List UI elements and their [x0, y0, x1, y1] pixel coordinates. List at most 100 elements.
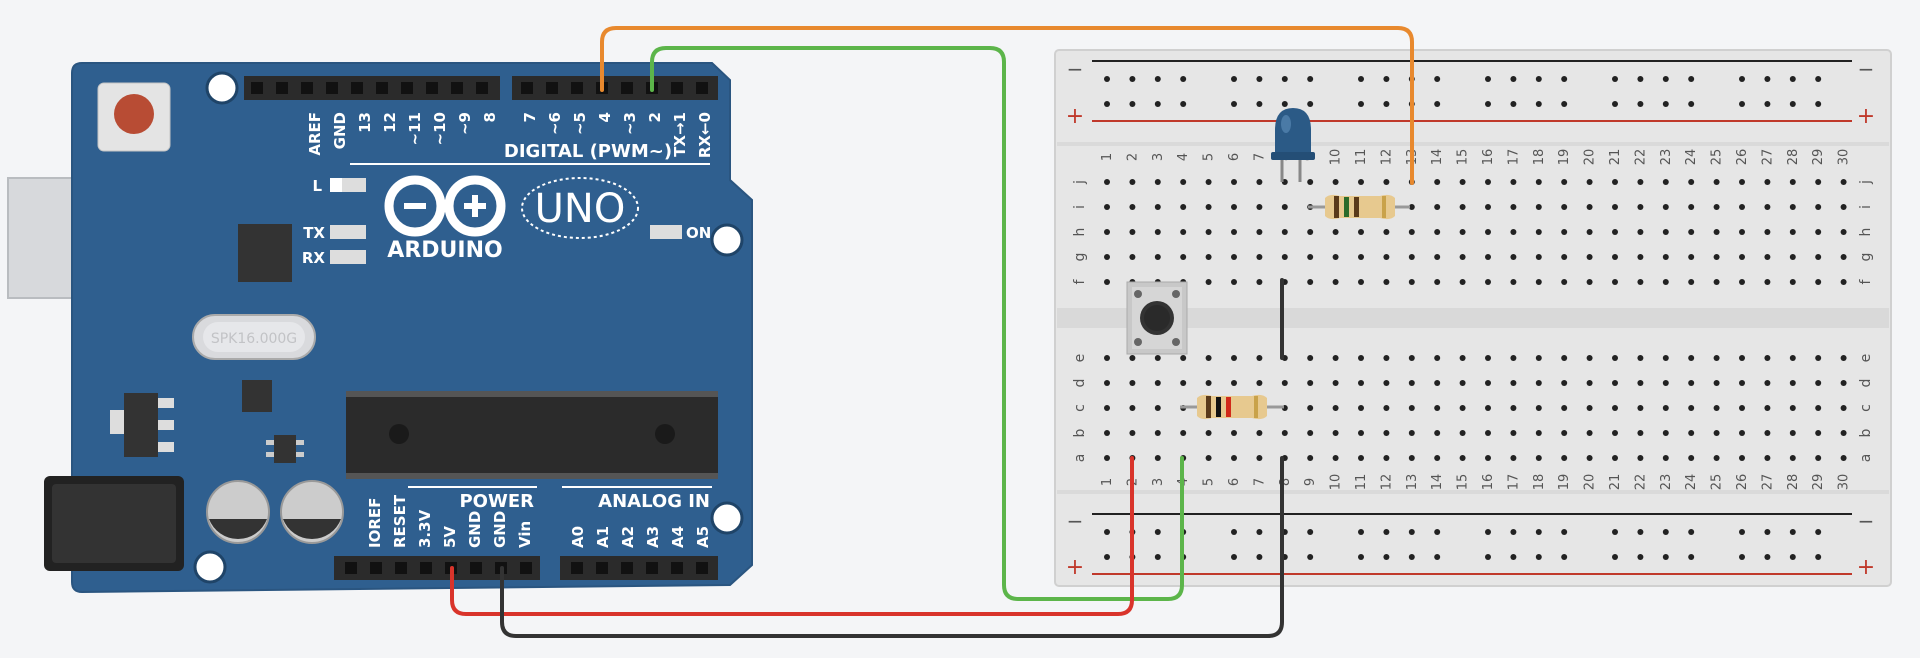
breadboard-hole[interactable] [1231, 279, 1237, 285]
breadboard-hole[interactable] [1358, 380, 1364, 386]
digital-pin-socket[interactable] [546, 82, 558, 94]
breadboard-hole[interactable] [1789, 455, 1796, 461]
breadboard-hole[interactable] [1104, 405, 1110, 411]
rail-hole[interactable] [1637, 554, 1644, 560]
analog-pin-socket[interactable] [571, 562, 583, 574]
breadboard-hole[interactable] [1154, 355, 1161, 361]
breadboard-hole[interactable] [1840, 254, 1847, 260]
breadboard-hole[interactable] [1383, 179, 1390, 185]
breadboard-hole[interactable] [1764, 279, 1771, 285]
breadboard-hole[interactable] [1231, 229, 1237, 235]
breadboard-hole[interactable] [1459, 204, 1466, 210]
breadboard-hole[interactable] [1104, 179, 1110, 185]
breadboard-hole[interactable] [1485, 229, 1491, 235]
breadboard-hole[interactable] [1688, 179, 1695, 185]
breadboard-hole[interactable] [1485, 254, 1491, 260]
breadboard-hole[interactable] [1561, 380, 1568, 386]
breadboard-hole[interactable] [1840, 279, 1847, 285]
breadboard-hole[interactable] [1612, 179, 1618, 185]
breadboard-hole[interactable] [1459, 179, 1466, 185]
breadboard-hole[interactable] [1332, 179, 1339, 185]
breadboard-hole[interactable] [1662, 430, 1669, 436]
breadboard-hole[interactable] [1764, 179, 1771, 185]
breadboard-hole[interactable] [1256, 204, 1263, 210]
arduino-uno-board[interactable]: SPK16.000G L TX RX ON ARDUINO UNO [7, 62, 753, 594]
rail-hole[interactable] [1535, 529, 1542, 535]
breadboard-hole[interactable] [1485, 455, 1491, 461]
power-pin-socket[interactable] [470, 562, 482, 574]
breadboard-hole[interactable] [1485, 204, 1491, 210]
breadboard-hole[interactable] [1739, 179, 1745, 185]
breadboard-hole[interactable] [1231, 380, 1237, 386]
breadboard-hole[interactable] [1256, 254, 1263, 260]
breadboard-hole[interactable] [1561, 355, 1568, 361]
breadboard-hole[interactable] [1713, 179, 1720, 185]
breadboard-hole[interactable] [1180, 355, 1187, 361]
breadboard-hole[interactable] [1612, 355, 1618, 361]
breadboard-hole[interactable] [1688, 430, 1695, 436]
digital-pin-socket[interactable] [276, 82, 288, 94]
rail-hole[interactable] [1154, 76, 1161, 82]
rail-hole[interactable] [1485, 529, 1491, 535]
rail-hole[interactable] [1231, 76, 1237, 82]
black-wire[interactable] [500, 456, 1284, 638]
rail-hole[interactable] [1307, 529, 1314, 535]
breadboard-hole[interactable] [1408, 254, 1415, 260]
breadboard-hole[interactable] [1281, 254, 1288, 260]
breadboard-hole[interactable] [1535, 279, 1542, 285]
breadboard-hole[interactable] [1434, 279, 1441, 285]
breadboard-hole[interactable] [1358, 229, 1364, 235]
rail-hole[interactable] [1739, 529, 1745, 535]
rail-hole[interactable] [1764, 76, 1771, 82]
breadboard-hole[interactable] [1231, 430, 1237, 436]
breadboard-hole[interactable] [1561, 455, 1568, 461]
digital-pin-socket[interactable] [476, 82, 488, 94]
breadboard-hole[interactable] [1840, 355, 1847, 361]
breadboard-hole[interactable] [1688, 229, 1695, 235]
rail-hole[interactable] [1789, 529, 1796, 535]
breadboard-hole[interactable] [1713, 405, 1720, 411]
breadboard-hole[interactable] [1281, 380, 1288, 386]
rail-hole[interactable] [1434, 76, 1441, 82]
rail-hole[interactable] [1510, 76, 1517, 82]
breadboard-hole[interactable] [1637, 380, 1644, 386]
rail-hole[interactable] [1231, 529, 1237, 535]
breadboard-hole[interactable] [1307, 380, 1314, 386]
rail-hole[interactable] [1104, 76, 1110, 82]
rail-hole[interactable] [1662, 76, 1669, 82]
digital-pin-socket[interactable] [571, 82, 583, 94]
breadboard-hole[interactable] [1154, 254, 1161, 260]
breadboard-hole[interactable] [1104, 254, 1110, 260]
breadboard-hole[interactable] [1840, 380, 1847, 386]
breadboard-hole[interactable] [1231, 355, 1237, 361]
rail-hole[interactable] [1739, 76, 1745, 82]
breadboard-hole[interactable] [1154, 430, 1161, 436]
rail-hole[interactable] [1612, 529, 1618, 535]
red-wire[interactable] [450, 456, 1134, 616]
breadboard-hole[interactable] [1612, 455, 1618, 461]
breadboard-hole[interactable] [1358, 455, 1364, 461]
power-pin-socket[interactable] [420, 562, 432, 574]
breadboard-hole[interactable] [1358, 405, 1364, 411]
breadboard-hole[interactable] [1205, 179, 1212, 185]
rail-hole[interactable] [1637, 529, 1644, 535]
breadboard-hole[interactable] [1510, 430, 1517, 436]
digital-pin-socket[interactable] [401, 82, 413, 94]
breadboard-hole[interactable] [1358, 430, 1364, 436]
rail-hole[interactable] [1383, 554, 1390, 560]
breadboard-hole[interactable] [1561, 204, 1568, 210]
breadboard-hole[interactable] [1637, 455, 1644, 461]
breadboard-hole[interactable] [1104, 279, 1110, 285]
breadboard-hole[interactable] [1459, 455, 1466, 461]
breadboard-hole[interactable] [1256, 229, 1263, 235]
breadboard-hole[interactable] [1408, 405, 1415, 411]
resistor-bottom[interactable] [1180, 394, 1284, 420]
breadboard-hole[interactable] [1662, 204, 1669, 210]
rail-hole[interactable] [1358, 529, 1364, 535]
rail-hole[interactable] [1485, 76, 1491, 82]
breadboard-hole[interactable] [1510, 279, 1517, 285]
breadboard-hole[interactable] [1358, 254, 1364, 260]
breadboard-hole[interactable] [1332, 279, 1339, 285]
digital-pin-socket[interactable] [426, 82, 438, 94]
breadboard-hole[interactable] [1815, 254, 1822, 260]
